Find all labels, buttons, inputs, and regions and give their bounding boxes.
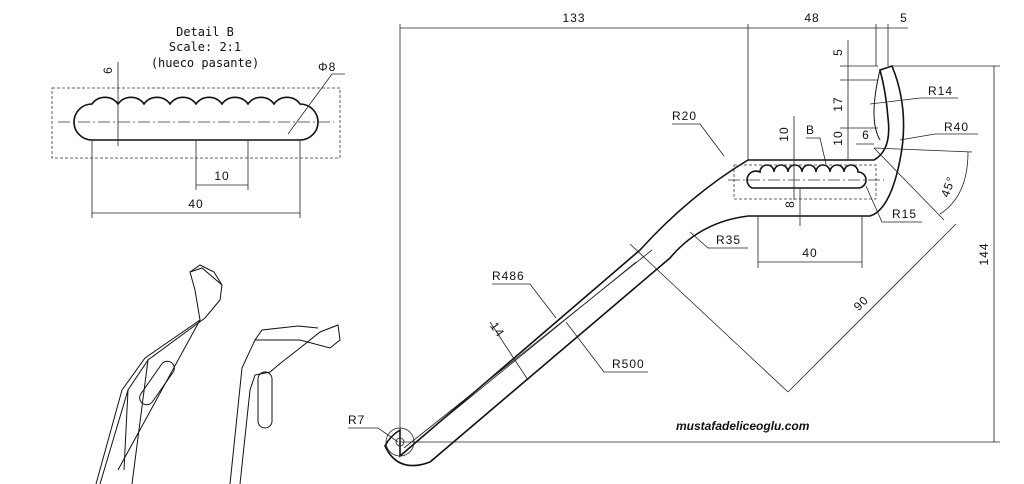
detail-title: Detail B [176, 25, 234, 39]
isometric-view [95, 264, 341, 484]
dim-ext-90 [663, 275, 789, 393]
detail-b-view: Detail B Scale: 2:1 (hueco pasante) 6 Φ8… [51, 25, 345, 218]
dim-10-right: 10 [777, 126, 791, 141]
leader-r486 [492, 283, 557, 319]
dim-line-14 [489, 321, 529, 381]
detail-pitch-dim: 10 [214, 169, 229, 183]
iso-wrench-left-jaw [189, 264, 223, 286]
leader-r14 [869, 97, 958, 105]
iso-wrench-left-slot [139, 360, 175, 406]
dim-r40: R40 [944, 120, 969, 134]
dim-line-90 [787, 223, 957, 393]
detail-diameter-leader [287, 73, 345, 135]
dim-r15: R15 [892, 207, 917, 221]
jaw-inner-arc [873, 69, 881, 141]
dim-5-top: 5 [900, 11, 908, 25]
dim-133: 133 [562, 11, 585, 25]
detail-b-marker [733, 164, 877, 200]
leader-r40 [899, 133, 978, 141]
dim-90: 90 [851, 293, 872, 314]
wrench-outline [384, 65, 905, 467]
dim-10-left: 10 [831, 130, 845, 145]
dim-5-left: 5 [831, 48, 845, 56]
detail-scale: Scale: 2:1 [169, 40, 241, 54]
dim-6: 6 [862, 128, 870, 142]
angle-ref-line [873, 147, 973, 153]
dim-r486: R486 [492, 269, 525, 283]
leader-r20 [672, 123, 725, 157]
dim-45: 45° [938, 174, 958, 199]
leader-r500 [565, 321, 648, 373]
leader-r35 [689, 231, 748, 249]
dim-r35: R35 [716, 233, 741, 247]
watermark: mustafadeliceoglu.com [676, 419, 810, 433]
wrench-inner-line [403, 249, 653, 449]
detail-height-dim: 6 [101, 66, 115, 74]
dim-48: 48 [804, 11, 819, 25]
leader-r15 [865, 185, 922, 223]
angle-arc [939, 151, 969, 215]
iso-wrench-left [95, 267, 223, 484]
iso-wrench-right-slot [257, 371, 273, 429]
wrench-slot [746, 164, 867, 189]
dim-40: 40 [802, 246, 817, 260]
dim-r7: R7 [348, 413, 365, 427]
leader-r7 [348, 427, 399, 443]
dim-r500: R500 [612, 357, 645, 371]
dim-r20: R20 [672, 109, 697, 123]
angle-ref-line [873, 147, 945, 221]
iso-wrench-right-edge [254, 325, 319, 341]
leader-b [806, 137, 827, 165]
dim-144: 144 [977, 242, 991, 265]
detail-diameter-dim: Φ8 [318, 60, 336, 74]
dim-r14: R14 [928, 84, 953, 98]
wrench-section-line [629, 243, 665, 277]
detail-note: (hueco pasante) [151, 56, 259, 70]
detail-slot-outline [73, 96, 319, 141]
iso-wrench-right [229, 324, 341, 484]
detail-length-dim: 40 [188, 197, 203, 211]
main-view: 133 48 5 5 17 10 6 R14 R40 45° R20 10 [348, 11, 1000, 467]
label-b: B [806, 123, 815, 137]
dim-8: 8 [783, 200, 797, 208]
iso-wrench-left-edge [117, 319, 201, 484]
dim-17: 17 [831, 96, 845, 111]
